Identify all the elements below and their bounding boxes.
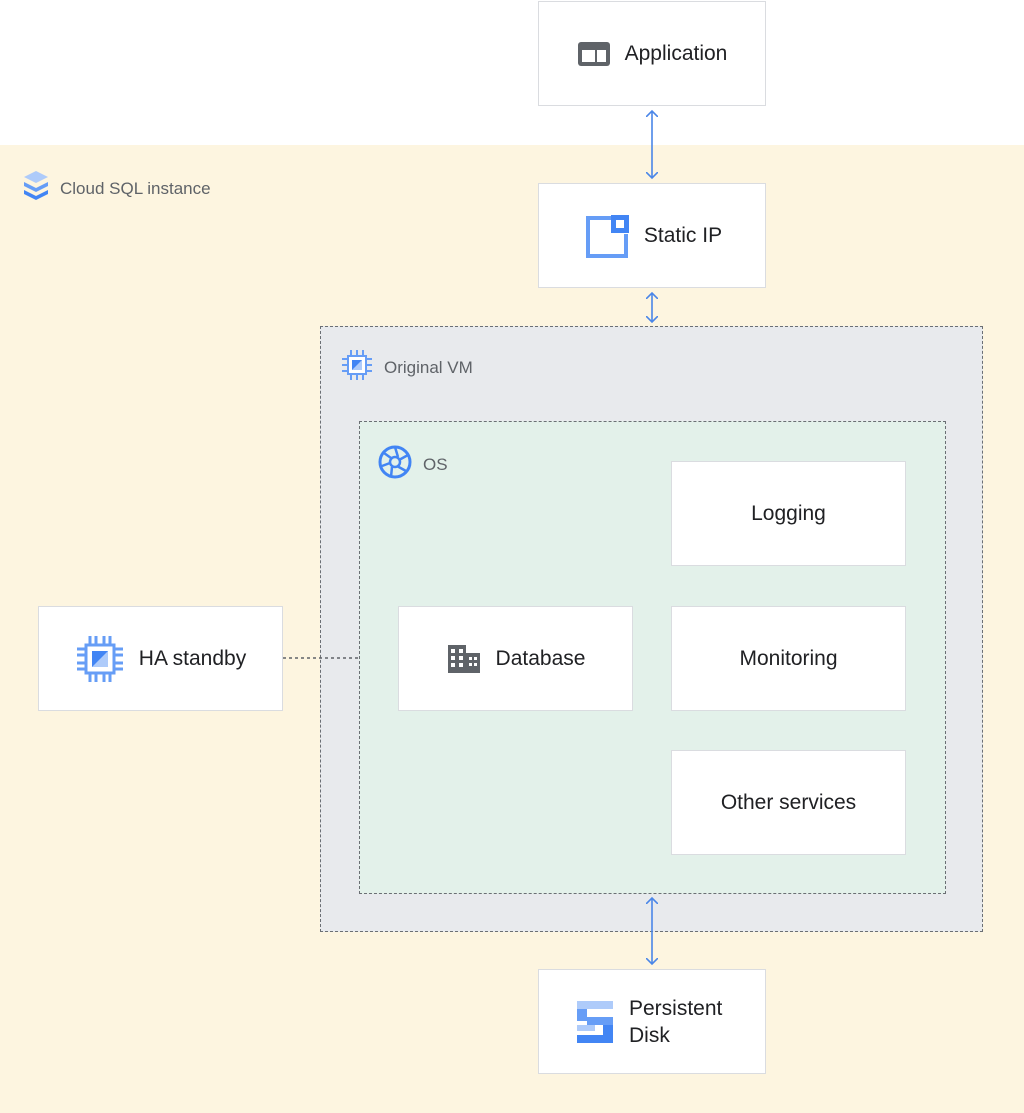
other-services-node[interactable]: Other services: [671, 750, 906, 855]
database-building-icon: [446, 643, 482, 675]
os-label: OS: [377, 444, 448, 485]
monitoring-node[interactable]: Monitoring: [671, 606, 906, 711]
persistent-disk-label: Persistent Disk: [629, 996, 723, 1047]
os-icon: [377, 444, 413, 485]
compute-chip-icon: [75, 634, 125, 684]
static-ip-label: Static IP: [643, 224, 723, 247]
database-node[interactable]: Database: [398, 606, 633, 711]
application-window-icon: [577, 41, 611, 67]
persistent-disk-node[interactable]: Persistent Disk: [538, 969, 766, 1074]
cloud-sql-instance-label: Cloud SQL instance: [22, 170, 211, 207]
persistent-disk-icon: [575, 999, 615, 1045]
other-services-label: Other services: [720, 791, 857, 814]
database-label: Database: [495, 647, 586, 670]
application-node[interactable]: Application: [538, 1, 766, 106]
application-label: Application: [624, 42, 728, 65]
logging-node[interactable]: Logging: [671, 461, 906, 566]
cloud-sql-icon: [22, 170, 50, 207]
ha-standby-label: HA standby: [138, 647, 247, 670]
monitoring-label: Monitoring: [739, 647, 838, 670]
static-ip-icon: [582, 212, 630, 260]
static-ip-node[interactable]: Static IP: [538, 183, 766, 288]
ha-standby-node[interactable]: HA standby: [38, 606, 283, 711]
vm-chip-icon: [340, 348, 374, 387]
original-vm-label: Original VM: [340, 348, 473, 387]
logging-label: Logging: [751, 502, 826, 525]
original-vm-text: Original VM: [384, 357, 473, 377]
cloud-sql-instance-text: Cloud SQL instance: [60, 178, 211, 198]
os-text: OS: [423, 454, 448, 474]
